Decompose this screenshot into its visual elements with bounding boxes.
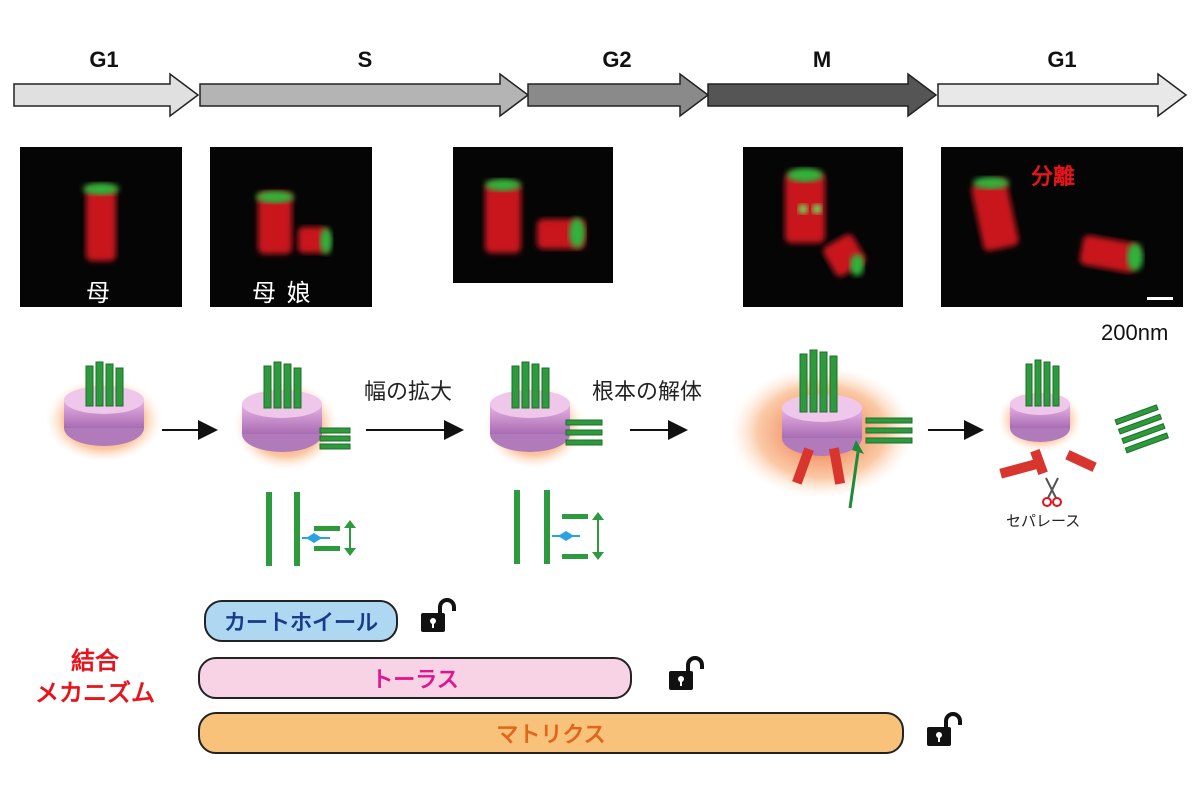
phase-arrow-g2	[527, 72, 710, 118]
double-headed-arrow-icon	[344, 520, 356, 556]
scissors-icon	[1042, 477, 1062, 507]
micrograph-label-mother: 母	[86, 280, 112, 307]
separase-label: セパレース	[1006, 513, 1081, 530]
schematic-g2	[484, 361, 603, 468]
micrograph-m	[743, 147, 903, 307]
micrograph-s: 母 娘	[210, 147, 372, 307]
detail-diagram-s	[266, 492, 356, 566]
phase-arrow-g1-next	[937, 72, 1188, 118]
phase-arrow-m	[707, 72, 938, 118]
unlocked-padlock-icon	[669, 656, 704, 690]
scale-bar	[1147, 297, 1173, 300]
mechanism-title: 結合 メカニズム	[20, 646, 170, 710]
step-label-widening: 幅の拡大	[364, 379, 453, 404]
micrograph-label-mother-daughter: 母 娘	[252, 280, 313, 307]
schematic-s	[234, 361, 351, 470]
bar-cartwheel: カートホイール	[204, 600, 398, 642]
micrograph-g1: 母	[20, 147, 182, 307]
bar-torus: トーラス	[198, 657, 632, 699]
mechanism-title-line2: メカニズム	[35, 680, 155, 707]
double-headed-arrow-icon	[592, 512, 604, 560]
step-label-base-disassembly: 根本の解体	[592, 379, 703, 404]
schematic-g1	[46, 361, 162, 462]
cell-cycle-phase-arrows	[13, 72, 1188, 118]
micrograph-label-separation: 分離	[1031, 164, 1076, 189]
centriole-schematics	[46, 349, 1170, 566]
phase-label-s: S	[357, 47, 373, 72]
detail-diagram-g2	[514, 490, 604, 564]
schematic-m	[730, 349, 914, 509]
phase-arrow-s	[199, 72, 530, 118]
scale-bar-label: 200nm	[1101, 320, 1169, 345]
phase-label-g1: G1	[89, 47, 119, 72]
phase-label-g2: G2	[602, 47, 632, 72]
bar-matrix: マトリクス	[198, 712, 904, 754]
phase-label-m: M	[812, 47, 832, 72]
schematic-g1-separated	[998, 359, 1170, 507]
micrograph-g2	[453, 147, 613, 283]
unlocked-padlock-icon	[927, 712, 962, 746]
phase-label-g1-next: G1	[1047, 47, 1077, 72]
phase-arrow-g1	[13, 72, 200, 118]
mechanism-title-line1: 結合	[71, 648, 119, 675]
unlocked-padlock-icon	[421, 598, 456, 632]
micrograph-g1-separated: 分離	[941, 147, 1183, 307]
